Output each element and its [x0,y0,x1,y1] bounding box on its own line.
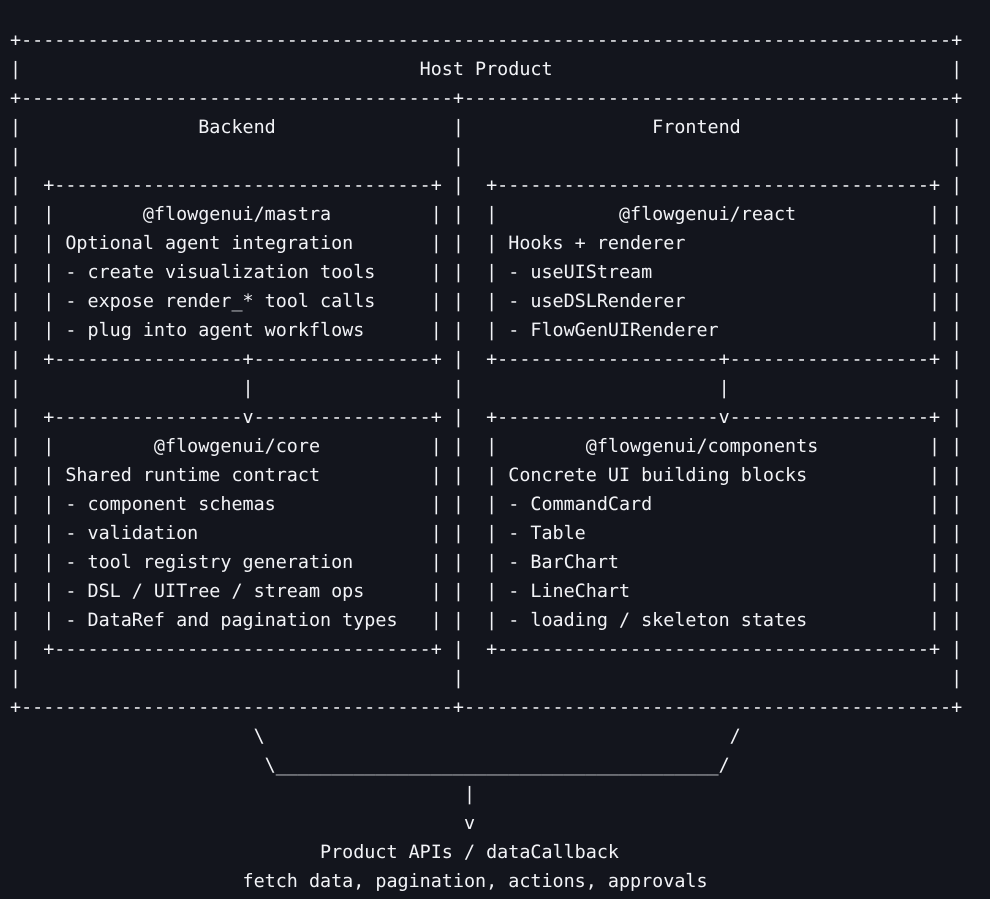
ascii-line-22: | | | [10,668,963,690]
ascii-line-16: | | - component schemas | | | - CommandC… [10,494,963,516]
ascii-line-28: Product APIs / dataCallback [10,842,619,864]
ascii-line-8: | | - create visualization tools | | | -… [10,262,963,284]
ascii-line-4: | | | [10,146,963,168]
ascii-line-12: | | | | | [10,378,963,400]
ascii-line-14: | | @flowgenui/core | | | @flowgenui/com… [10,436,963,458]
ascii-line-23: +---------------------------------------… [10,697,963,719]
ascii-line-6: | | @flowgenui/mastra | | | @flowgenui/r… [10,204,963,226]
ascii-line-17: | | - validation | | | - Table | | [10,523,963,545]
ascii-line-1: | Host Product | [10,59,963,81]
ascii-line-9: | | - expose render_* tool calls | | | -… [10,291,963,313]
ascii-line-29: fetch data, pagination, actions, approva… [10,871,708,893]
ascii-architecture-diagram: +---------------------------------------… [0,18,990,899]
ascii-line-5: | +----------------------------------+ |… [10,175,963,197]
ascii-line-11: | +-----------------+----------------+ |… [10,349,963,371]
ascii-line-19: | | - DSL / UITree / stream ops | | | - … [10,581,963,603]
ascii-line-21: | +----------------------------------+ |… [10,639,963,661]
ascii-line-3: | Backend | Frontend | [10,117,963,139]
ascii-line-10: | | - plug into agent workflows | | | - … [10,320,963,342]
ascii-line-27: v [10,813,476,835]
ascii-line-25: \_______________________________________… [10,755,730,777]
ascii-line-18: | | - tool registry generation | | | - B… [10,552,963,574]
ascii-line-26: | [10,784,476,806]
ascii-line-7: | | Optional agent integration | | | Hoo… [10,233,963,255]
ascii-line-13: | +-----------------v----------------+ |… [10,407,963,429]
ascii-line-15: | | Shared runtime contract | | | Concre… [10,465,963,487]
ascii-line-24: \ / [10,726,741,748]
ascii-line-0: +---------------------------------------… [10,30,963,52]
ascii-line-20: | | - DataRef and pagination types | | |… [10,610,963,632]
ascii-line-2: +---------------------------------------… [10,88,963,110]
